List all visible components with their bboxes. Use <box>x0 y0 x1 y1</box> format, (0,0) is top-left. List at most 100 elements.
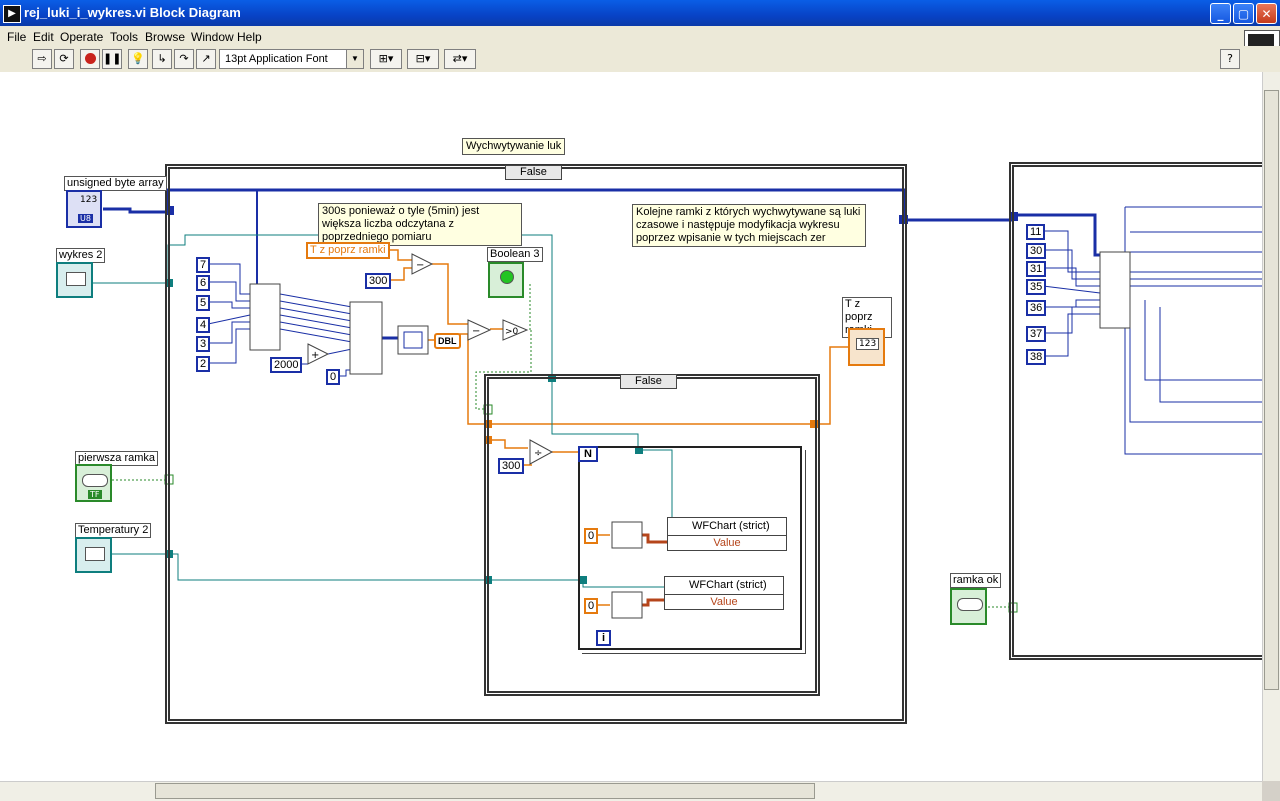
constant-31[interactable]: 31 <box>1026 261 1047 277</box>
boolean3-terminal[interactable] <box>488 262 524 298</box>
label-boolean3: Boolean 3 <box>487 247 543 262</box>
svg-text:>0: >0 <box>505 327 519 337</box>
constant-7[interactable]: 7 <box>196 257 211 273</box>
wfchart-property-node-2[interactable]: WFChart (strict) Value <box>664 576 784 610</box>
font-selector[interactable]: 13pt Application Font ▼ <box>219 49 364 69</box>
constant-zero-b[interactable]: 0 <box>584 598 599 614</box>
loop-count-terminal[interactable]: N <box>578 446 598 462</box>
pause-icon[interactable]: ❚❚ <box>102 49 122 69</box>
constant-38[interactable]: 38 <box>1026 349 1047 365</box>
case-selector-value: False <box>520 166 547 178</box>
type-tag-num: 123 <box>856 338 880 350</box>
constant-0[interactable]: 0 <box>326 369 341 385</box>
loop-iteration-terminal[interactable]: i <box>596 630 612 646</box>
toggle-icon <box>82 474 108 487</box>
property-node-name: WFChart (strict) <box>668 518 786 536</box>
constant-37[interactable]: 37 <box>1026 326 1047 342</box>
chart-ref-icon <box>66 272 86 286</box>
case-selector-inner-value: False <box>635 375 662 387</box>
constant-300-a[interactable]: 300 <box>365 273 392 289</box>
wire-layer: − − >0 + ÷ <box>93 188 1262 619</box>
t-z-poprz-ramki-indicator[interactable]: 123 <box>848 328 885 366</box>
menu-help[interactable]: Help <box>237 30 262 44</box>
case-selector-inner[interactable]: False <box>620 374 677 389</box>
abort-icon[interactable] <box>80 49 100 69</box>
comment-300s: 300s ponieważ o tyle (5min) jest większa… <box>318 203 522 246</box>
menu-file[interactable]: File <box>7 30 27 44</box>
constant-zero-a[interactable]: 0 <box>584 528 599 544</box>
horizontal-scrollbar[interactable] <box>0 781 1262 801</box>
wykres2-refnum-terminal[interactable] <box>56 262 93 298</box>
label-temperatury2: Temperatury 2 <box>75 523 152 538</box>
reorder-icon[interactable]: ⇄▾ <box>444 49 476 69</box>
chevron-down-icon: ▼ <box>346 50 363 68</box>
constant-2000[interactable]: 2000 <box>270 357 303 373</box>
menu-bar: File Edit Operate Tools Browse Window He… <box>0 26 1280 46</box>
constant-2[interactable]: 2 <box>196 356 211 372</box>
label-wychwytywanie: Wychwytywanie luk <box>462 138 566 155</box>
case-selector-main[interactable]: False <box>505 165 562 180</box>
constant-3[interactable]: 3 <box>196 336 211 352</box>
toggle-icon <box>957 598 983 611</box>
label-unsigned-byte-array: unsigned byte array <box>64 176 167 191</box>
menu-edit[interactable]: Edit <box>33 30 54 44</box>
help-icon[interactable]: ? <box>1220 49 1240 69</box>
constant-6[interactable]: 6 <box>196 275 211 291</box>
menu-tools[interactable]: Tools <box>110 30 139 44</box>
label-wykres2: wykres 2 <box>56 248 106 263</box>
svg-text:÷: ÷ <box>534 448 542 459</box>
label-pierwsza-ramka: pierwsza ramka <box>75 451 159 466</box>
minimize-button[interactable]: _ <box>1210 3 1231 24</box>
type-tag-u8: U8 <box>78 214 93 223</box>
menu-window[interactable]: Window <box>191 30 234 44</box>
type-tag-num: 123 <box>80 195 98 205</box>
constant-5[interactable]: 5 <box>196 295 211 311</box>
unsigned-byte-array-terminal[interactable]: 123 U8 <box>66 190 102 228</box>
vertical-scrollbar[interactable] <box>1262 72 1280 781</box>
menu-browse[interactable]: Browse <box>145 30 186 44</box>
run-continuous-icon[interactable]: ⟳ <box>54 49 74 69</box>
property-node-name: WFChart (strict) <box>665 577 783 595</box>
font-selector-value: 13pt Application Font <box>225 53 328 65</box>
svg-text:−: − <box>472 326 480 337</box>
svg-text:+: + <box>311 350 319 361</box>
vi-icon <box>1248 34 1274 48</box>
temperatury2-refnum-terminal[interactable] <box>75 537 112 573</box>
ramka-ok-terminal[interactable] <box>950 588 987 625</box>
constant-4[interactable]: 4 <box>196 317 211 333</box>
align-icon[interactable]: ⊞▾ <box>370 49 402 69</box>
block-diagram-canvas[interactable]: − − >0 + ÷ False Wychwytywanie luk False… <box>0 72 1262 781</box>
vertical-scroll-thumb[interactable] <box>1264 90 1279 690</box>
run-arrow-icon[interactable]: ⇨ <box>32 49 52 69</box>
step-over-icon[interactable]: ↷ <box>174 49 194 69</box>
type-tag-tf: TF <box>88 490 102 499</box>
horizontal-scroll-thumb[interactable] <box>155 783 815 799</box>
close-button[interactable]: ✕ <box>1256 3 1277 24</box>
constant-11[interactable]: 11 <box>1026 224 1046 240</box>
labview-icon[interactable]: ▶ <box>3 5 21 23</box>
constant-30[interactable]: 30 <box>1026 243 1047 259</box>
for-loop[interactable] <box>578 446 802 650</box>
toolbar: ⇨ ⟳ ❚❚ 💡 ↳ ↷ ↗ 13pt Application Font ▼ ⊞… <box>0 46 1280 73</box>
constant-35[interactable]: 35 <box>1026 279 1047 295</box>
maximize-button[interactable]: ▢ <box>1233 3 1254 24</box>
comment-kolejne-ramki: Kolejne ramki z których wychwytywane są … <box>632 204 866 247</box>
window-title: rej_luki_i_wykres.vi Block Diagram <box>24 5 241 20</box>
highlight-execution-icon[interactable]: 💡 <box>128 49 148 69</box>
case-structure-right[interactable] <box>1009 162 1262 660</box>
svg-text:−: − <box>416 260 424 271</box>
property-node-property: Value <box>713 537 741 549</box>
property-node-property: Value <box>710 596 738 608</box>
constant-36[interactable]: 36 <box>1026 300 1047 316</box>
wfchart-property-node-1[interactable]: WFChart (strict) Value <box>667 517 787 551</box>
pierwsza-ramka-terminal[interactable]: TF <box>75 464 112 502</box>
label-ramka-ok: ramka ok <box>950 573 1002 588</box>
led-icon <box>500 270 514 284</box>
distribute-icon[interactable]: ⊟▾ <box>407 49 439 69</box>
step-into-icon[interactable]: ↳ <box>152 49 172 69</box>
constant-300-b[interactable]: 300 <box>498 458 525 474</box>
to-dbl-conversion[interactable]: DBL <box>434 333 461 349</box>
menu-operate[interactable]: Operate <box>60 30 104 44</box>
t-z-poprz-ramki-local-variable[interactable]: T z poprz ramki <box>306 242 390 259</box>
step-out-icon[interactable]: ↗ <box>196 49 216 69</box>
